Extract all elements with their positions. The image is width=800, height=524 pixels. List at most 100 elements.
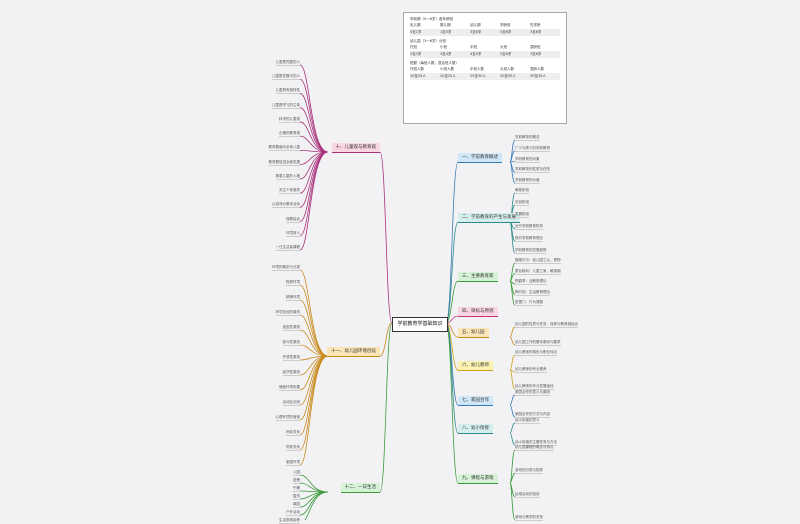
leaf-node[interactable]: 蒙台梭利：儿童之家，敏感期 <box>515 268 561 275</box>
connector <box>445 322 459 434</box>
leaf-node[interactable]: 墙面环境布置 <box>279 385 300 391</box>
leaf-node[interactable]: 陈鹤琴：活教育理论 <box>515 279 547 285</box>
table-title: 学前期（0～6岁）各年龄段 <box>410 17 453 21</box>
leaf-node[interactable]: 近代学前教育机构 <box>515 224 543 230</box>
leaf-node[interactable]: 教育要面向全体儿童 <box>268 145 300 152</box>
connector <box>299 355 329 466</box>
connector <box>509 482 516 520</box>
leaf-node[interactable]: 以游戏为基本活动 <box>272 202 300 209</box>
leaf-node[interactable]: 儿童是完整的人 <box>275 60 300 66</box>
leaf-node[interactable]: 幼儿园工作的基本原则与要求 <box>515 340 561 346</box>
leaf-node[interactable]: 同伴关系 <box>286 445 300 451</box>
leaf-node[interactable]: 师幼关系 <box>286 430 300 436</box>
leaf-node[interactable]: 儿童是发展中的人 <box>272 74 300 81</box>
connector <box>509 369 516 390</box>
leaf-node[interactable]: 幼儿园课程的概念与特点 <box>515 445 554 451</box>
connector <box>299 64 329 153</box>
leaf-node[interactable]: 发展阶段 <box>515 212 529 218</box>
leaf-node[interactable]: 一日生活皆课程 <box>275 245 300 251</box>
leaf-node[interactable]: 物质环境 <box>286 280 300 286</box>
leaf-node[interactable]: 入园 <box>293 470 300 476</box>
leaf-node[interactable]: 进餐 <box>293 478 300 484</box>
leaf-node[interactable]: 游戏与教学的关系 <box>515 515 543 521</box>
leaf-node[interactable]: 关注个体差异 <box>279 188 300 195</box>
leaf-node[interactable]: 家园合作的方式与内容 <box>515 412 550 418</box>
left_branches-branch-2[interactable]: 十二、一日生活 <box>340 483 380 493</box>
table-header: 婴儿期 <box>440 23 451 27</box>
table-cell: 3至6岁 <box>530 52 542 56</box>
leaf-node[interactable]: 科学的儿童观 <box>279 116 300 123</box>
leaf-node[interactable]: 盥洗 <box>293 494 300 500</box>
leaf-node[interactable]: 户外活动 <box>286 510 300 516</box>
leaf-node[interactable]: 学前教育的性质与任务 <box>515 167 550 174</box>
leaf-node[interactable]: 学前教育的概念 <box>515 135 540 141</box>
leaf-node[interactable]: 午睡 <box>293 486 300 492</box>
table-cell: 20至25人 <box>440 74 456 78</box>
leaf-node[interactable]: 区域活动的创设 <box>515 491 540 498</box>
central-topic[interactable]: 学前教育学基础知识 <box>392 317 448 332</box>
leaf-node[interactable]: 正确的教育观 <box>279 131 300 138</box>
leaf-node[interactable]: 学前教育的价值 <box>515 178 540 184</box>
leaf-node[interactable]: 开放性原则 <box>282 355 300 361</box>
leaf-node[interactable]: 环境创设的原则 <box>275 310 300 316</box>
leaf-node[interactable]: 幼小衔接的主要任务与方法 <box>515 440 557 446</box>
table-header: 托班 <box>410 45 417 49</box>
table-header: 先学龄 <box>530 23 541 27</box>
leaf-node[interactable]: 幼小衔接的意义 <box>515 418 540 424</box>
leaf-node[interactable]: 儿童具有独特性 <box>275 88 300 95</box>
right_branches-branch-5[interactable]: 六、幼儿教师 <box>458 361 493 371</box>
leaf-node[interactable]: 家园合作的意义与原则 <box>515 390 550 396</box>
leaf-node[interactable]: 萌芽阶段 <box>515 188 529 194</box>
leaf-node[interactable]: 幼儿教师的角色与职业特点 <box>515 350 557 356</box>
left_branches-branch-0[interactable]: 十、儿童观与教育观 <box>331 143 380 153</box>
leaf-node[interactable]: 幼儿教师的专业素养 <box>515 367 547 373</box>
leaf-node[interactable]: 幼儿园的性质与任务，保育与教育相结合 <box>515 322 578 328</box>
leaf-node[interactable]: 环境育人 <box>286 230 300 237</box>
leaf-node[interactable]: 经济性原则 <box>282 370 300 376</box>
leaf-node[interactable]: 广义与狭义的学前教育 <box>515 145 550 152</box>
right_branches-branch-2[interactable]: 三、主要教育家 <box>458 272 498 282</box>
leaf-node[interactable]: 适宜性原则 <box>282 325 300 331</box>
leaf-node[interactable]: 福禄贝尔：幼儿园之父，恩物 <box>515 258 561 264</box>
right_branches-branch-0[interactable]: 一、学前教育概述 <box>458 153 502 163</box>
leaf-node[interactable]: 参与性原则 <box>282 340 300 346</box>
right_branches-branch-8[interactable]: 九、课程与游戏 <box>458 474 498 484</box>
right_branches-branch-7[interactable]: 八、幼小衔接 <box>458 424 493 434</box>
leaf-node[interactable]: 张雪门：行为课程 <box>515 300 543 306</box>
leaf-node[interactable]: 初创阶段 <box>515 200 529 206</box>
leaf-node[interactable]: 活动区创设 <box>282 400 300 406</box>
leaf-node[interactable]: 精神环境 <box>286 295 300 301</box>
leaf-node[interactable]: 保教结合 <box>286 216 300 223</box>
connector <box>299 355 329 436</box>
leaf-node[interactable]: 心理环境的营造 <box>275 415 300 421</box>
right_branches-branch-3[interactable]: 四、目标与原则 <box>458 307 498 317</box>
right_branches-branch-1[interactable]: 二、学前教育的产生与发展 <box>458 213 520 223</box>
table-header: 大班人数 <box>500 67 514 71</box>
leaf-node[interactable]: 儿童是学习的主体 <box>272 102 300 109</box>
connector <box>299 151 329 251</box>
left_branches-branch-1[interactable]: 十一、幼儿园环境创设 <box>327 347 380 357</box>
connector <box>299 355 329 451</box>
leaf-node[interactable]: 离园 <box>293 502 300 508</box>
leaf-node[interactable]: 学前教育的发展趋势 <box>515 248 547 254</box>
right_branches-branch-6[interactable]: 七、家园合作 <box>458 396 493 406</box>
connector <box>299 121 329 153</box>
leaf-node[interactable]: 尊重儿童的人格 <box>275 173 300 180</box>
leaf-node[interactable]: 幼儿教师的专业发展途径 <box>515 384 554 390</box>
connector <box>299 329 329 357</box>
leaf-node[interactable]: 环境的概念与分类 <box>272 265 300 271</box>
leaf-node[interactable]: 游戏的分类与指导 <box>515 468 543 475</box>
right_branches-branch-4[interactable]: 五、幼儿园 <box>458 328 489 338</box>
leaf-node[interactable]: 家园环境 <box>286 460 300 466</box>
table-header: 小班人数 <box>440 67 454 71</box>
leaf-node[interactable]: 现代学前教育理论 <box>515 236 543 242</box>
leaf-node[interactable]: 教育要促进全面发展 <box>268 159 300 166</box>
connector <box>299 135 329 153</box>
connector <box>509 472 516 484</box>
connector <box>509 161 516 184</box>
connector <box>509 404 516 418</box>
leaf-node[interactable]: 陶行知：生活教育理论 <box>515 289 550 296</box>
table-cell: 25至30人 <box>470 74 486 78</box>
leaf-node[interactable]: 生活常规培养 <box>279 518 300 524</box>
leaf-node[interactable]: 学前教育的对象 <box>515 156 540 163</box>
